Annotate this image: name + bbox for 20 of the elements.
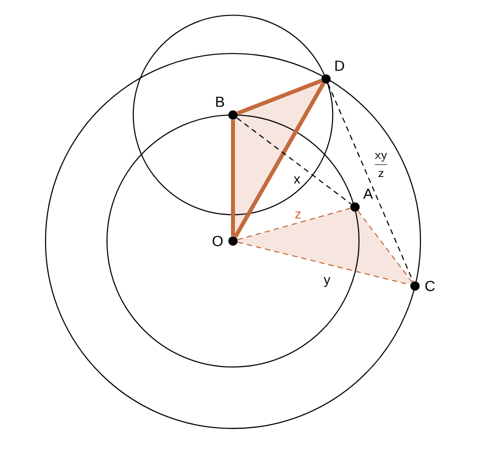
line-segment: [358, 210, 412, 282]
line-segment: [231, 120, 235, 236]
point: B: [216, 96, 238, 120]
node-label: A: [363, 188, 373, 199]
node-label: B: [216, 96, 224, 107]
edge-label: $\frac{\mathsf{xy}}{\mathsf{z}}$: [374, 152, 388, 178]
line-segment: [236, 118, 352, 204]
edge-label: y: [324, 277, 330, 287]
edge-label: x: [294, 176, 300, 184]
node-label: C: [425, 280, 435, 292]
edge-label: z: [295, 211, 301, 219]
node-label: O: [212, 236, 223, 246]
node-label: D: [335, 60, 344, 71]
line-segment: [236, 78, 322, 116]
point: O: [212, 236, 238, 246]
point: D: [321, 60, 344, 84]
point: C: [410, 280, 435, 292]
line-segment: [327, 83, 414, 282]
point: A: [350, 188, 373, 212]
line-segment: [238, 208, 350, 240]
